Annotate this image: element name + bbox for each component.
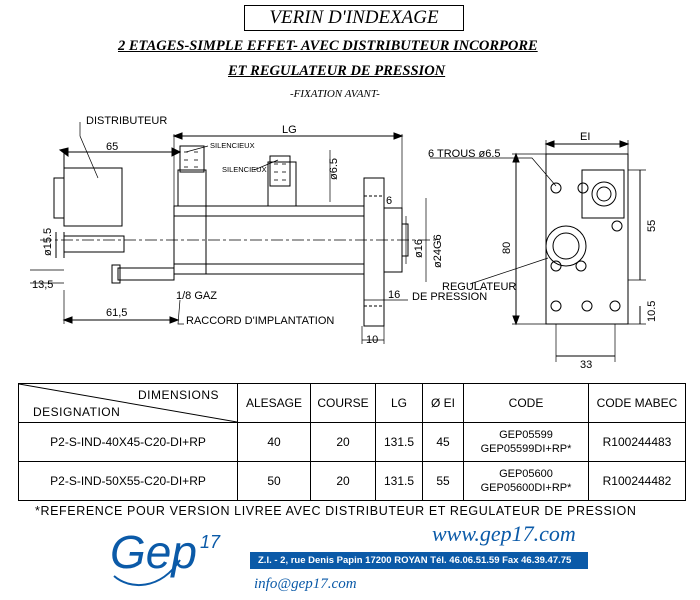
front-view-plate [545, 153, 629, 325]
website-link[interactable]: www.gep17.com [432, 521, 576, 546]
cell-ei: 45 [422, 422, 464, 462]
cell-alesage: 40 [237, 422, 311, 462]
dim-ei: EI [580, 131, 590, 143]
label-trous: 6 TROUS ø6.5 [428, 148, 501, 160]
cell-mabec: R100244483 [588, 422, 686, 462]
address-bar: Z.I. - 2, rue Denis Papin 17200 ROYAN Té… [250, 552, 588, 569]
table-row: P2-S-IND-40X45-C20-DI+RP 40 20 131.5 45 … [18, 422, 686, 462]
cell-code: GEP05600 GEP05600DI+RP* [463, 461, 589, 501]
header-ei: Ø EI [422, 383, 464, 423]
label-silencieux-1: SILENCIEUX [210, 141, 255, 150]
technical-drawing: DISTRIBUTEUR 65 SILENCIEUX SILENCIEUX LG… [30, 115, 658, 371]
dim-16: 16 [388, 289, 400, 301]
label-regulateur-1: REGULATEUR [442, 281, 516, 293]
dim-10: 10 [366, 334, 378, 346]
dim-1-8-gaz: 1/8 GAZ [176, 290, 217, 302]
label-distributeur: DISTRIBUTEUR [86, 115, 167, 127]
header-code-mabec: CODE MABEC [588, 383, 686, 423]
table-header-row: DIMENSIONS DESIGNATION ALESAGE COURSE LG… [18, 383, 686, 423]
header-course: COURSE [310, 383, 376, 423]
pressure-regulator [545, 225, 587, 267]
cell-course: 20 [310, 461, 376, 501]
logo-number: 17 [200, 532, 221, 552]
cell-designation: P2-S-IND-50X55-C20-DI+RP [18, 461, 238, 501]
dim-15-5: ø15.5 [42, 228, 54, 256]
header-dimensions: DIMENSIONS [137, 388, 219, 402]
cell-lg: 131.5 [375, 461, 423, 501]
cell-course: 20 [310, 422, 376, 462]
silencer-1 [179, 145, 205, 173]
document-title: VERIN D'INDEXAGE [244, 5, 464, 31]
cell-alesage: 50 [237, 461, 311, 501]
gep-logo: Gep 17 [110, 526, 221, 587]
cell-code-b: GEP05600DI+RP* [480, 482, 572, 494]
dim-24g6: ø24G6 [432, 234, 444, 268]
specification-table: DIMENSIONS DESIGNATION ALESAGE COURSE LG… [18, 383, 686, 501]
distributor-block [63, 167, 123, 227]
header-dimensions-designation: DIMENSIONS DESIGNATION [18, 383, 238, 423]
email-link[interactable]: info@gep17.com [254, 576, 357, 592]
header-code: CODE [463, 383, 589, 423]
subtitle-line-1: 2 ETAGES-SIMPLE EFFET- AVEC DISTRIBUTEUR… [118, 38, 538, 54]
dim-80: 80 [501, 242, 513, 254]
label-regulateur-2: DE PRESSION [412, 291, 487, 303]
cell-designation: P2-S-IND-40X45-C20-DI+RP [18, 422, 238, 462]
dim-61-5: 61,5 [106, 307, 127, 319]
dim-6: 6 [386, 195, 392, 207]
dim-33: 33 [580, 359, 592, 371]
cell-ei: 55 [422, 461, 464, 501]
cell-code-a: GEP05599 [499, 429, 553, 441]
dim-55: 55 [646, 220, 658, 232]
header-alesage: ALESAGE [237, 383, 311, 423]
subtitle-line-2: ET REGULATEUR DE PRESSION [228, 63, 446, 79]
label-silencieux-2: SILENCIEUX [222, 165, 267, 174]
header-designation: DESIGNATION [33, 405, 121, 419]
dim-6-5: ø6.5 [328, 158, 340, 180]
logo-text: Gep [110, 526, 197, 578]
cell-lg: 131.5 [375, 422, 423, 462]
dim-lg: LG [282, 124, 297, 136]
header-lg: LG [375, 383, 423, 423]
label-raccord: RACCORD D'IMPLANTATION [186, 315, 334, 327]
footnote: *REFERENCE POUR VERSION LIVREE AVEC DIST… [35, 504, 637, 518]
cell-code-b: GEP05599DI+RP* [480, 443, 572, 455]
dim-16-dia: ø16 [413, 239, 425, 258]
front-flange [363, 177, 385, 327]
cell-code-a: GEP05600 [499, 468, 553, 480]
cell-mabec: R100244482 [588, 461, 686, 501]
dim-13-5: 13,5 [32, 279, 53, 291]
dim-65: 65 [106, 141, 118, 153]
fixation-label: -FIXATION AVANT- [290, 88, 380, 100]
silencer-2 [269, 155, 291, 187]
table-row: P2-S-IND-50X55-C20-DI+RP 50 20 131.5 55 … [18, 461, 686, 501]
cell-code: GEP05599 GEP05599DI+RP* [463, 422, 589, 462]
dim-10-5: 10.5 [646, 301, 658, 322]
